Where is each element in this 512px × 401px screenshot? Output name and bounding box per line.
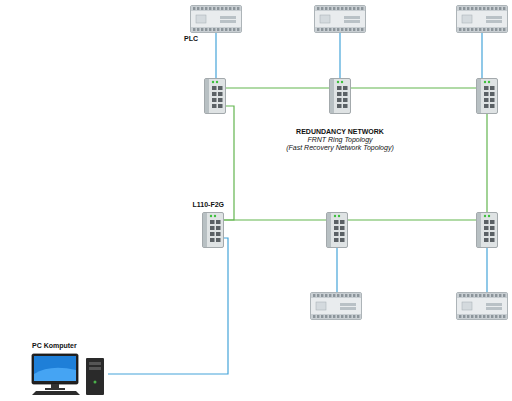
network-switch — [476, 78, 498, 114]
sw-icon — [476, 212, 498, 248]
network-switch — [326, 212, 348, 248]
plc-device — [456, 5, 508, 33]
network-switch: L110-F2G — [202, 212, 224, 248]
plc-icon — [190, 5, 242, 33]
ethernet-cable — [336, 248, 337, 292]
network-caption: REDUNDANCY NETWORKFRNT Ring Topology(Fas… — [250, 128, 430, 152]
ethernet-cable — [486, 248, 487, 292]
network-title: REDUNDANCY NETWORK — [250, 128, 430, 136]
ring-link — [348, 219, 476, 220]
sw-icon — [202, 212, 224, 248]
pc-icon — [30, 352, 108, 396]
ethernet-cable — [339, 33, 340, 78]
plc-icon — [456, 5, 508, 33]
network-subtitle: (Fast Recovery Network Topology) — [250, 144, 430, 152]
ring-link — [224, 219, 326, 220]
sw-icon — [476, 78, 498, 114]
device-label: PLC — [184, 35, 198, 42]
device-label: PC Komputer — [32, 342, 77, 349]
ring-link — [224, 106, 234, 220]
network-subtitle: FRNT Ring Topology — [250, 136, 430, 144]
pc-computer: PC Komputer — [30, 352, 108, 396]
sw-icon — [329, 78, 351, 114]
ring-link — [486, 114, 487, 212]
network-switch — [476, 212, 498, 248]
ethernet-cable — [108, 238, 228, 374]
sw-icon — [204, 78, 226, 114]
plc-device — [314, 5, 366, 33]
ethernet-cable — [215, 33, 216, 78]
plc-icon — [314, 5, 366, 33]
plc-device: PLC — [190, 5, 242, 33]
ethernet-cable — [481, 33, 482, 78]
plc-icon — [310, 292, 362, 320]
network-switch — [329, 78, 351, 114]
ring-link — [226, 87, 329, 88]
ring-link — [351, 87, 476, 88]
device-label: L110-F2G — [192, 201, 224, 208]
plc-device — [456, 292, 508, 320]
plc-icon — [456, 292, 508, 320]
sw-icon — [326, 212, 348, 248]
plc-device — [310, 292, 362, 320]
network-switch — [204, 78, 226, 114]
